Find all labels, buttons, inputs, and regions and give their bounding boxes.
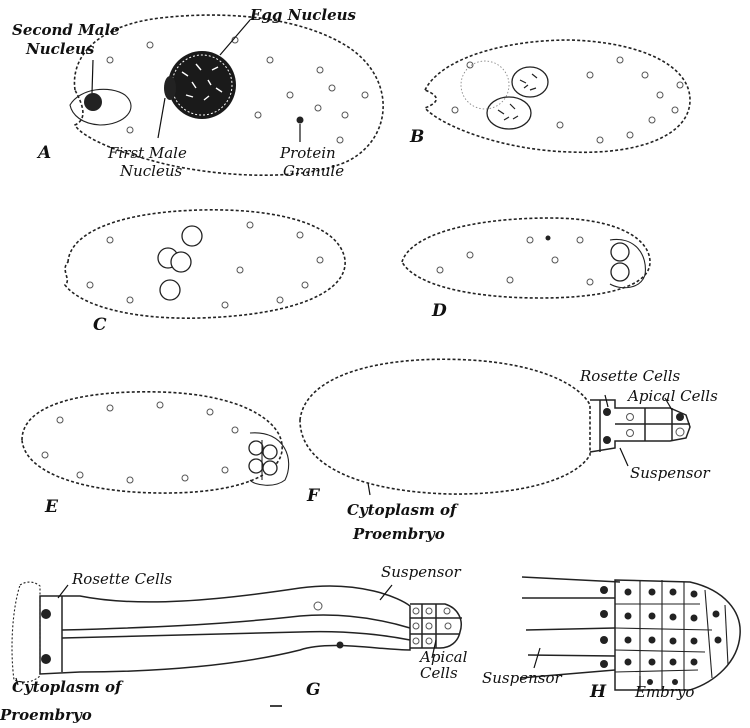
label-rosette-cells-f: Rosette Cells (579, 367, 681, 385)
label-second-male-line1: Second Male (12, 21, 120, 39)
panel-letter-a: A (36, 143, 51, 163)
label-apical-cells-f: Apical Cells (626, 387, 718, 405)
protein-granules-d (437, 236, 593, 286)
label-cytoplasm-f-line2: Proembryo (352, 525, 445, 543)
second-male-nucleus (84, 93, 102, 111)
embryo-cells-h (615, 580, 728, 690)
label-first-male-line2: Nucleus (119, 162, 183, 180)
protein-granules-a (107, 37, 368, 143)
panel-letter-f: F (306, 486, 321, 506)
label-rosette-cells-g: Rosette Cells (71, 570, 173, 588)
nucleus-e-4 (263, 461, 277, 475)
nucleus-d-2 (611, 263, 629, 281)
panel-letter-b: B (409, 127, 424, 147)
panel-letter-h: H (589, 682, 607, 702)
protein-granules-b (452, 57, 683, 143)
label-protein-line2: Granule (283, 162, 344, 180)
vacuole-a (70, 89, 131, 125)
egg-cell-outline-b (425, 40, 690, 152)
embryo-nuclei-h (600, 586, 722, 685)
egg-cell-outline-c (65, 210, 345, 318)
label-protein-line1: Protein (279, 144, 336, 162)
label-embryo-h: Embryo (634, 683, 694, 701)
panel-h: Suspensor Embryo H (482, 577, 740, 702)
egg-cell-outline-e (22, 392, 282, 493)
panel-a: Second Male Nucleus Egg Nucleus First Ma… (12, 6, 383, 180)
label-first-male-line1: First Male (107, 144, 187, 162)
protein-granules-e (42, 402, 238, 483)
label-cytoplasm-g-line1: Cytoplasm of (12, 678, 124, 696)
protein-granules-c (87, 222, 323, 308)
nucleus-c-4 (160, 280, 180, 300)
leader-first-male (158, 98, 165, 138)
panel-c: C (65, 210, 345, 335)
nucleus-d-1 (611, 243, 629, 261)
panel-letter-c: C (93, 315, 107, 335)
embryo-h (615, 580, 740, 690)
panel-letter-d: D (431, 301, 447, 321)
leader-second-male (92, 60, 93, 93)
suspensor-cells-f (590, 400, 690, 452)
label-second-male-line2: Nucleus (25, 40, 95, 58)
panel-letter-g: G (306, 680, 321, 700)
nucleus-c-3 (171, 252, 191, 272)
label-suspensor-f: Suspensor (630, 464, 711, 482)
leader-rosette-f (605, 395, 608, 407)
nucleus-b-lower (487, 97, 531, 129)
egg-nucleus (168, 51, 236, 119)
panel-g: Rosette Cells Suspensor Apical Cells Cyt… (0, 563, 468, 724)
nucleus-c-1 (182, 226, 202, 246)
panel-b: B (409, 40, 690, 152)
leader-suspensor-h (534, 648, 540, 668)
nucleus-e-2 (263, 445, 277, 459)
panel-e: E (22, 392, 289, 517)
leader-egg-nucleus (220, 20, 250, 55)
label-suspensor-g: Suspensor (381, 563, 462, 581)
panel-f: Rosette Cells Apical Cells Suspensor Cyt… (300, 359, 718, 543)
panel-letter-e: E (44, 497, 59, 517)
label-apical-g-line2: Cells (420, 664, 458, 682)
label-suspensor-h: Suspensor (482, 669, 563, 687)
label-egg-nucleus: Egg Nucleus (249, 6, 357, 24)
label-cytoplasm-g-line2: Proembryo (0, 706, 92, 724)
cytoplasm-g (12, 582, 40, 682)
leader-suspensor-f (620, 448, 628, 466)
label-cytoplasm-f-line1: Cytoplasm of (347, 501, 459, 519)
suspensor-g-outer (40, 586, 410, 674)
leader-cytoplasm-f (368, 483, 370, 495)
nucleus-e-1 (249, 441, 263, 455)
nucleus-e-3 (249, 459, 263, 473)
proembryo-cytoplasm-f (300, 359, 590, 494)
panel-d: D (402, 218, 650, 321)
first-male-nucleus (164, 76, 176, 100)
nucleus-b-upper (512, 67, 548, 97)
